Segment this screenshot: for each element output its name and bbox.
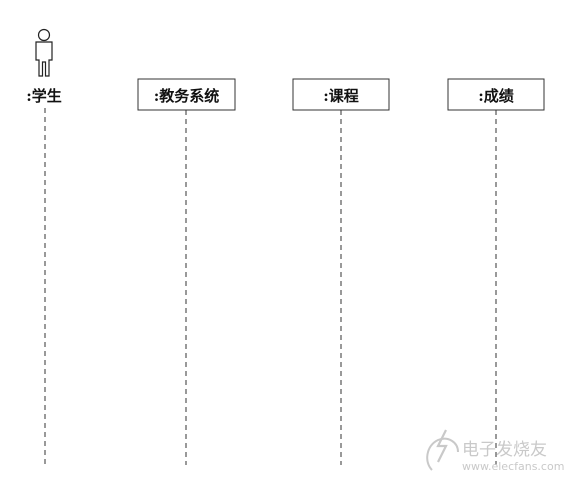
object-grade: :成绩 <box>447 78 545 111</box>
object-label: :成绩 <box>478 87 514 105</box>
watermark-cn: 电子发烧友 <box>462 440 547 460</box>
object-box <box>447 78 545 111</box>
object-course: :课程 <box>292 78 390 111</box>
person-icon <box>35 28 53 77</box>
object-label: :教务系统 <box>154 87 220 105</box>
object-box <box>292 78 390 111</box>
elecfans-logo-icon <box>426 429 459 471</box>
watermark: 电子发烧友 www.elecfans.com <box>426 429 564 473</box>
watermark-en: www.elecfans.com <box>462 460 564 473</box>
actor-label: :学生 <box>26 87 62 105</box>
object-label: :课程 <box>323 87 359 105</box>
object-jiaowu-system: :教务系统 <box>137 78 236 111</box>
actor-student: :学生 <box>26 28 62 105</box>
